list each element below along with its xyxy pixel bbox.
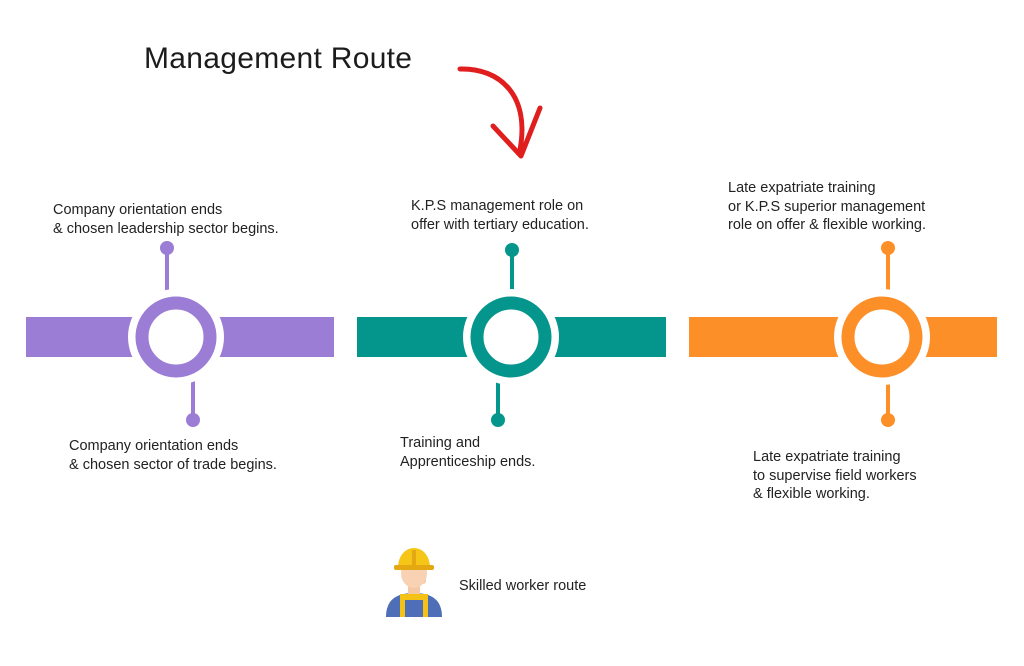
stage-3-node [689,241,997,427]
stage-1-bottom-label: Company orientation ends & chosen sector… [69,438,277,473]
legend-label: Skilled worker route [459,578,587,594]
red-arrow-icon [457,66,543,159]
stage-3-bottom-label: Late expatriate training to supervise fi… [753,449,917,502]
stage-2-top-label: K.P.S management role on offer with tert… [411,198,589,233]
page-title: Management Route [144,42,413,75]
stage-1-top-label: Company orientation ends & chosen leader… [53,202,279,237]
worker-hard-hat-icon [386,548,442,617]
stage-2-node [357,243,666,427]
stage-3-top-label: Late expatriate training or K.P.S superi… [728,180,927,233]
stage-1-node [26,241,334,427]
stage-2-bottom-label: Training and Apprenticeship ends. [400,435,536,470]
